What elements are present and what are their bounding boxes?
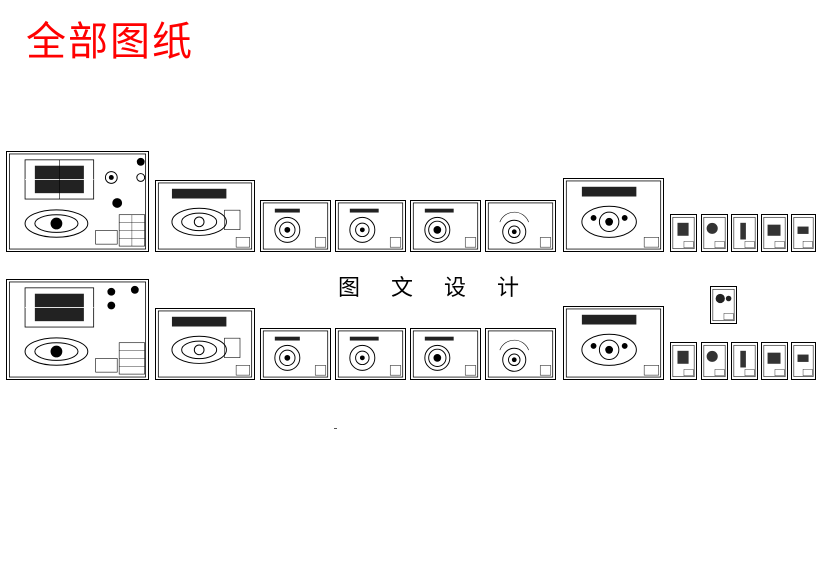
round-part-drawing — [262, 330, 329, 378]
drawing-sheet-small-2[interactable] — [701, 214, 728, 252]
drawing-sheet-plan[interactable] — [155, 308, 255, 380]
drawing-sheet-small-3[interactable] — [731, 214, 758, 252]
round-part-drawing — [337, 202, 404, 250]
drawing-sheet-small-round[interactable] — [710, 286, 737, 324]
assembly-drawing — [8, 281, 147, 378]
drawing-sheet-small-4[interactable] — [761, 214, 788, 252]
drawing-sheet-small-5[interactable] — [791, 214, 816, 252]
drawing-sheet-part-round-3[interactable] — [410, 200, 481, 252]
small-part-drawing — [763, 216, 786, 250]
small-part-drawing — [793, 345, 814, 377]
plan-drawing — [565, 180, 662, 250]
drawing-sheet-part-round-1[interactable] — [260, 328, 331, 380]
drawing-sheet-part-round-4[interactable] — [485, 200, 556, 252]
round-part-drawing — [412, 202, 479, 250]
drawing-sheet-part-round-3[interactable] — [410, 328, 481, 380]
round-part-drawing — [487, 330, 554, 378]
drawing-sheet-plan[interactable] — [155, 180, 255, 252]
round-part-drawing — [262, 202, 329, 250]
drawing-sheet-small-1[interactable] — [670, 342, 697, 380]
drawing-sheet-plan-2[interactable] — [563, 178, 664, 252]
round-part-drawing — [412, 330, 479, 378]
drawing-sheet-part-round-2[interactable] — [335, 200, 406, 252]
drawing-sheet-small-5[interactable] — [791, 342, 816, 380]
small-part-drawing — [672, 216, 695, 250]
drawing-sheet-part-round-1[interactable] — [260, 200, 331, 252]
drawing-sheet-small-3[interactable] — [731, 342, 758, 380]
drawing-sheet-small-1[interactable] — [670, 214, 697, 252]
drawing-sheet-small-4[interactable] — [761, 342, 788, 380]
round-part-drawing — [337, 330, 404, 378]
drawing-sheet-assembly[interactable] — [6, 151, 149, 252]
plan-drawing — [157, 182, 253, 250]
plan-drawing — [565, 308, 662, 378]
small-part-drawing — [672, 344, 695, 378]
drawing-sheet-part-round-2[interactable] — [335, 328, 406, 380]
small-part-drawing — [703, 344, 726, 378]
round-part-drawing — [487, 202, 554, 250]
assembly-drawing — [8, 153, 147, 250]
small-part-drawing — [763, 344, 786, 378]
drawing-sheet-assembly[interactable] — [6, 279, 149, 380]
small-part-drawing — [703, 216, 726, 250]
drawing-sheet-plan-2[interactable] — [563, 306, 664, 380]
stray-mark — [334, 428, 337, 429]
page-title: 全部图纸 — [26, 19, 194, 65]
small-part-drawing — [712, 288, 735, 322]
small-part-drawing — [733, 216, 756, 250]
watermark-text: 图 文 设 计 — [338, 276, 531, 301]
small-part-drawing — [793, 217, 814, 249]
plan-drawing — [157, 310, 253, 378]
drawing-sheet-small-2[interactable] — [701, 342, 728, 380]
small-part-drawing — [733, 344, 756, 378]
drawing-sheet-part-round-4[interactable] — [485, 328, 556, 380]
